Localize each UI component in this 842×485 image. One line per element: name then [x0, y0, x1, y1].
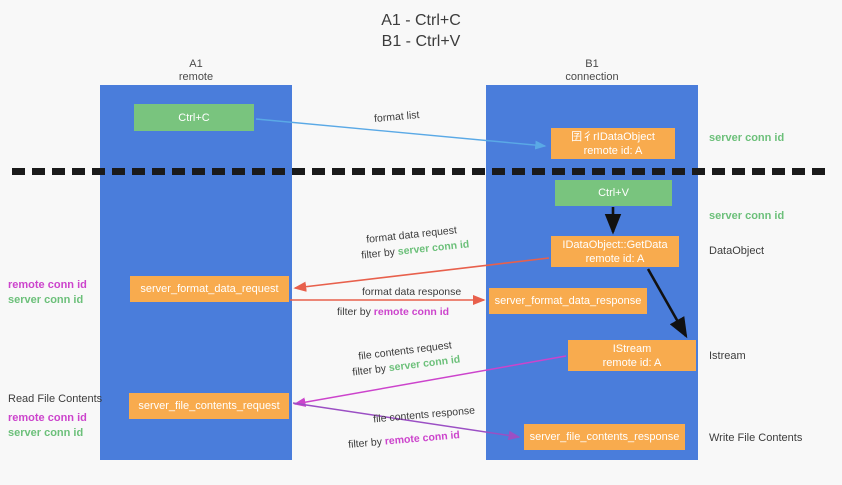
column-b1-sub: connection	[565, 71, 619, 83]
filter-by-text-3: filter by	[351, 362, 390, 379]
node-server-file-contents-request-label: server_file_contents_request	[138, 400, 280, 412]
filter-by-text-2: filter by	[337, 306, 374, 318]
filter-by-text-4: filter by	[347, 435, 386, 451]
remote-conn-id-text-1: remote conn id	[373, 306, 450, 318]
node-ctrl-c-label: Ctrl+C	[178, 111, 210, 124]
node-istream[interactable]: IStream remote id: A	[568, 340, 696, 371]
node-ctrl-v-label: Ctrl+V	[598, 187, 629, 199]
node-server-format-data-response-label: server_format_data_response	[494, 295, 642, 307]
edge-label-format-data-response: format data response	[362, 286, 462, 298]
title-line-2: B1 - Ctrl+V	[381, 33, 461, 50]
column-b1-name: B1	[585, 58, 599, 70]
label-dataobject: DataObject	[709, 245, 765, 257]
node-idataobject[interactable]: 囝彳rIDataObject remote id: A	[551, 128, 675, 159]
section-divider	[12, 168, 830, 175]
node-ctrl-c[interactable]: Ctrl+C	[134, 104, 254, 131]
node-istream-label: IStream	[612, 342, 652, 355]
edge-label-filter-remote-conn-id-1: filter by remote conn id	[337, 305, 449, 319]
node-server-format-data-request[interactable]: server_format_data_request	[130, 276, 289, 302]
label-server-conn-id-2: server conn id	[8, 427, 84, 439]
page-title: A1 - Ctrl+C B1 - Ctrl+V	[0, 10, 842, 52]
node-getdata-label: IDataObject::GetData	[562, 238, 668, 251]
remote-conn-id-text-2: remote conn id	[384, 429, 461, 448]
column-a1-sub: remote	[178, 71, 214, 83]
node-server-format-data-request-label: server_format_data_request	[140, 283, 279, 295]
node-server-file-contents-response[interactable]: server_file_contents_response	[524, 424, 685, 450]
node-istream-remote-id: remote id: A	[602, 356, 662, 369]
title-line-1: A1 - Ctrl+C	[381, 12, 461, 29]
label-server-conn-id-1: server conn id	[8, 294, 84, 306]
node-idataobject-remote-id: remote id: A	[583, 144, 643, 157]
label-remote-conn-id-1: remote conn id	[8, 279, 87, 291]
column-a1-name: A1	[189, 58, 203, 70]
label-server-conn-id-top: server conn id	[709, 132, 785, 144]
filter-by-text-1: filter by	[360, 245, 399, 262]
edge-label-filter-remote-conn-id-2: filter by remote conn id	[348, 428, 461, 452]
node-getdata-remote-id: remote id: A	[585, 252, 645, 265]
label-conn-ids-file: remote conn id server conn id	[8, 411, 87, 441]
node-idataobject-getdata[interactable]: IDataObject::GetData remote id: A	[551, 236, 679, 267]
label-read-file-contents: Read File Contents	[8, 393, 103, 405]
node-server-file-contents-request[interactable]: server_file_contents_request	[129, 393, 289, 419]
node-ctrl-v[interactable]: Ctrl+V	[555, 180, 672, 206]
label-server-conn-id-mid: server conn id	[709, 210, 785, 222]
edge-label-file-contents-response: file contents response	[372, 404, 476, 426]
label-write-file-contents: Write File Contents	[709, 432, 803, 444]
column-header-b1: B1 connection	[532, 58, 652, 84]
node-server-format-data-response[interactable]: server_format_data_response	[489, 288, 647, 314]
node-idataobject-label: 囝彳rIDataObject	[571, 130, 655, 143]
node-server-file-contents-response-label: server_file_contents_response	[529, 431, 680, 443]
edge-label-format-list: format list	[373, 109, 420, 125]
label-remote-conn-id-2: remote conn id	[8, 412, 87, 424]
label-conn-ids-format: remote conn id server conn id	[8, 278, 87, 308]
column-header-a1: A1 remote	[136, 58, 256, 84]
label-istream: Istream	[709, 350, 746, 362]
